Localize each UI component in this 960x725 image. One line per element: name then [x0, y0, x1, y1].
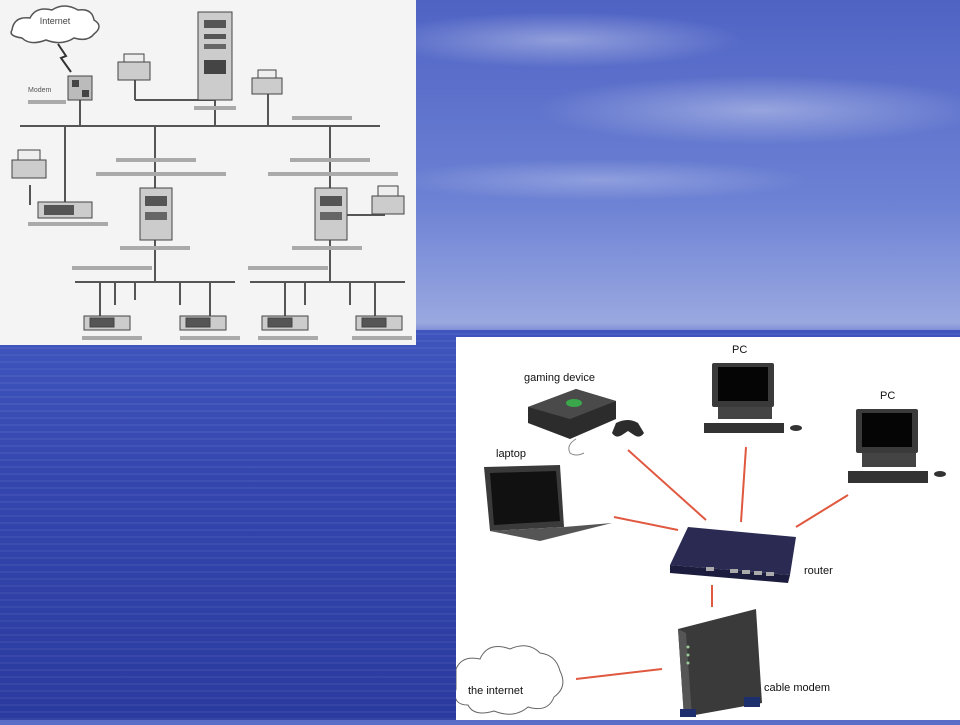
- server-tower: [194, 11, 236, 110]
- router-label: router: [804, 565, 833, 577]
- modem: Modem: [28, 75, 93, 104]
- laptop: laptop: [484, 448, 612, 541]
- internet-label: the internet: [468, 685, 523, 697]
- printer-icon: [11, 53, 405, 215]
- pc-right: PC: [848, 390, 946, 483]
- router: router: [670, 527, 833, 583]
- network-links: [575, 446, 849, 680]
- laptop-label: laptop: [496, 448, 526, 460]
- gateway-tower: [96, 158, 398, 250]
- home-network-panel: gaming device PC PC laptop: [454, 337, 960, 720]
- internet-cloud: the internet: [454, 645, 564, 715]
- cable-modem-label: cable modem: [764, 682, 830, 694]
- lightning-icon: [57, 43, 72, 73]
- internet-cloud: Internet: [10, 5, 100, 44]
- cloud-label: Internet: [40, 16, 71, 26]
- host-computers: [83, 315, 403, 331]
- gaming-device: gaming device: [524, 372, 644, 456]
- pc-right-label: PC: [880, 390, 895, 402]
- pc-top: PC: [704, 344, 802, 433]
- lan-diagram: Internet Modem: [10, 5, 412, 340]
- workstation: [28, 201, 108, 226]
- cable-modem: cable modem: [678, 609, 830, 717]
- home-network-diagram: gaming device PC PC laptop: [454, 344, 946, 717]
- modem-label: Modem: [28, 87, 52, 94]
- pc-top-label: PC: [732, 344, 747, 356]
- lan-diagram-panel: Internet Modem: [0, 0, 416, 345]
- gaming-device-label: gaming device: [524, 372, 595, 384]
